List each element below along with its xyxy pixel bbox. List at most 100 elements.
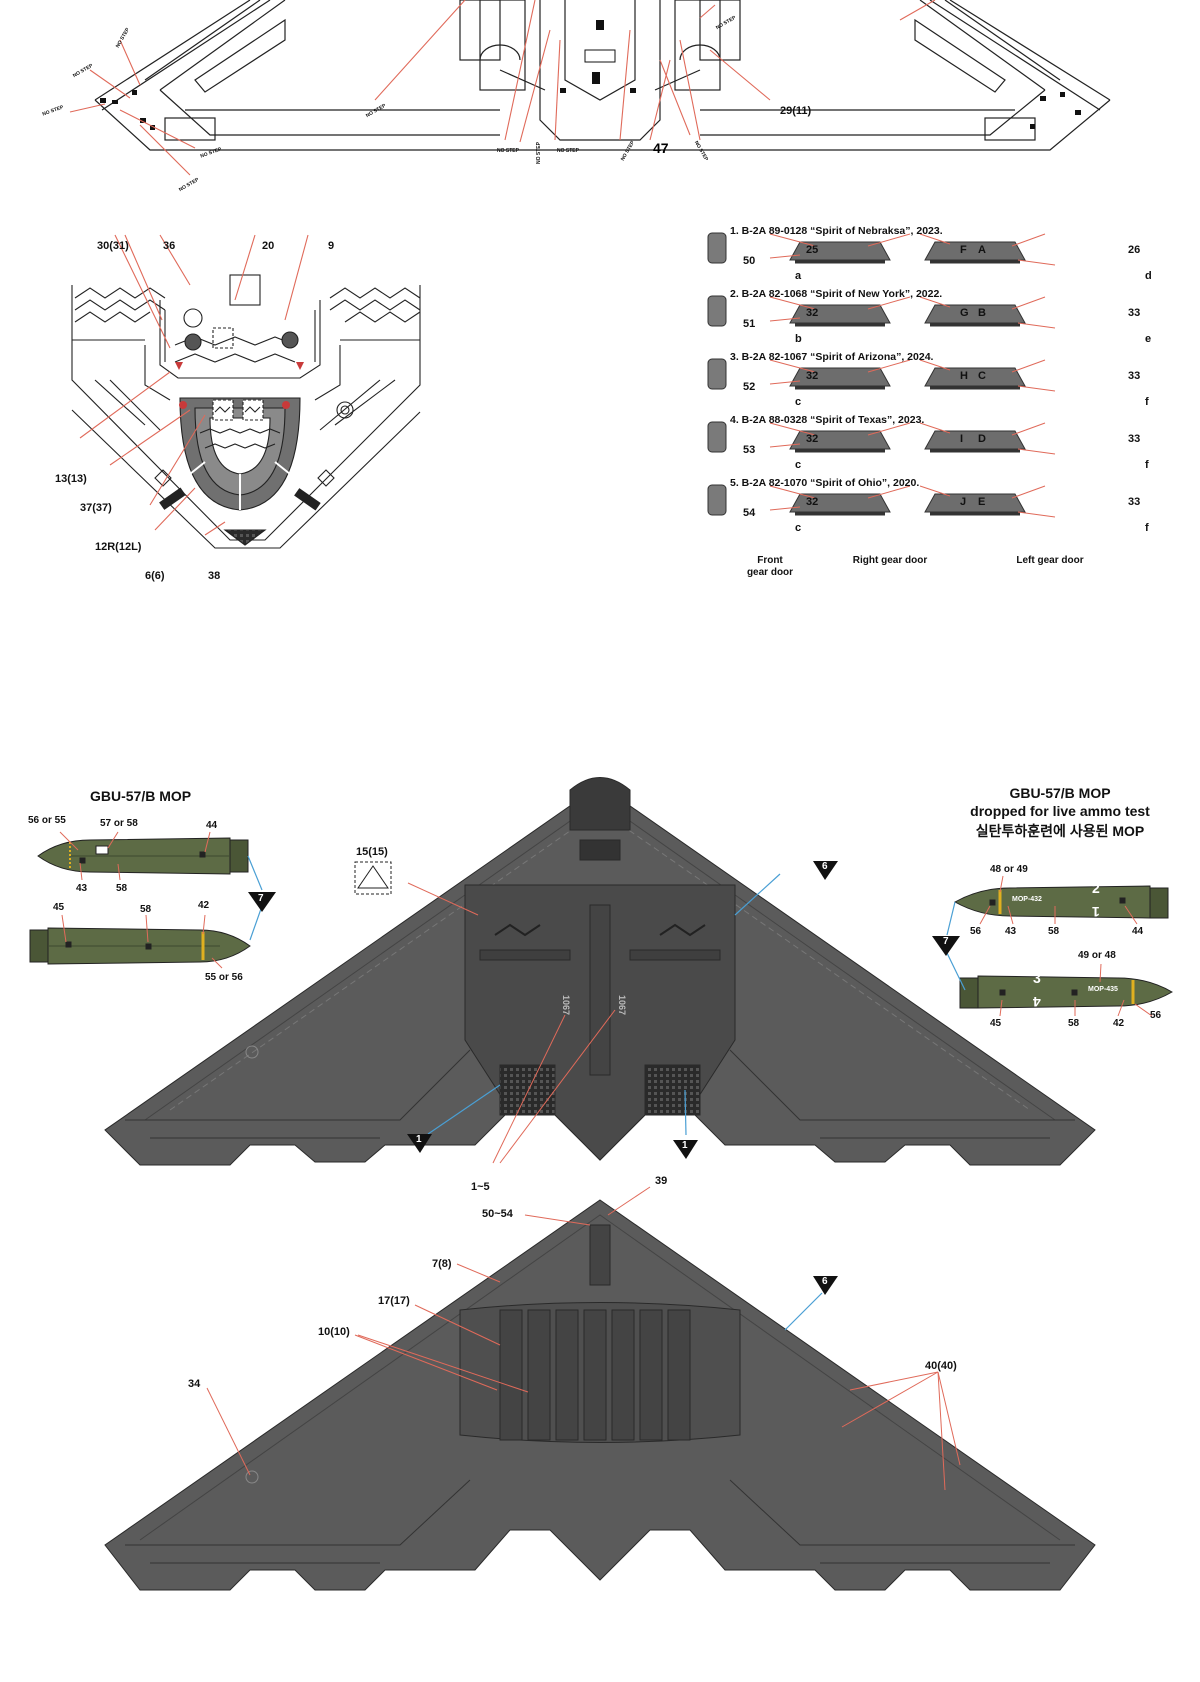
marker-7-right-icon <box>932 936 960 956</box>
right-door-letter: I <box>960 433 964 445</box>
marker-1-right-label: 1 <box>682 1140 688 1151</box>
no-step-label: NO STEP <box>557 148 579 154</box>
page-number: 47 <box>653 140 669 156</box>
right-door-number: 32 <box>806 307 819 319</box>
mop-right-label: 42 <box>1113 1018 1125 1029</box>
marker-6-lower-icon <box>813 1276 838 1295</box>
lower-label-10: 10(10) <box>318 1326 350 1338</box>
upper-label-15: 15(15) <box>356 846 388 858</box>
front-door-number: 51 <box>743 318 756 330</box>
right-door-letter: H <box>960 370 968 382</box>
mop-left-bomb-1 <box>37 837 249 875</box>
mop-left-bomb-2 <box>29 927 251 965</box>
mop-right-title: GBU-57/B MOP <box>1009 785 1111 801</box>
marker-1-upper-left-icon <box>407 1134 432 1153</box>
lower-aircraft <box>104 1199 1096 1591</box>
left-door-sub: f <box>1145 459 1149 471</box>
mop-left-label: 42 <box>198 900 210 911</box>
right-door-sub: a <box>795 270 802 282</box>
front-door-number: 50 <box>743 255 756 267</box>
left-door-letter: E <box>978 496 986 508</box>
left-door-number: 33 <box>1128 433 1141 445</box>
lower-label-7-8: 7(8) <box>432 1258 452 1270</box>
right-gear-door-caption: Right gear door <box>852 555 928 566</box>
front-door-number: 54 <box>743 507 756 519</box>
cockpit-label: 13(13) <box>55 473 87 485</box>
mop-left-blue-leaders <box>247 855 263 941</box>
no-step-label: NO STEP <box>535 142 542 164</box>
gear-row-3 <box>707 358 1026 390</box>
mop-left-leaders <box>59 831 223 969</box>
callout-29: 29(11) <box>780 105 812 117</box>
mop-left-title: GBU-57/B MOP <box>90 788 192 804</box>
marker-1-left-label: 1 <box>416 1134 422 1145</box>
left-door-letter: C <box>978 370 986 382</box>
mop-right-bomb-2 <box>959 975 1173 1009</box>
mop-right-label: 56 <box>1150 1010 1162 1021</box>
left-door-number: 26 <box>1128 244 1141 256</box>
mop-right-korean-subtitle: 실탄투하훈련에 사용된 MOP <box>975 823 1145 839</box>
variant-title: 4. B-2A 88-0328 “Spirit of Texas”, 2023. <box>730 414 925 426</box>
mop-right-bomb-1 <box>953 885 1169 919</box>
mop-left-label: 58 <box>140 904 152 915</box>
no-step-label: NO STEP <box>497 148 519 154</box>
mop-left-label: 45 <box>53 902 65 913</box>
bomb-number-3: 3 <box>1033 970 1041 986</box>
left-door-letter: B <box>978 307 986 319</box>
upper-aircraft <box>104 777 1096 1166</box>
front-door-number: 53 <box>743 444 756 456</box>
mop-left-label: 58 <box>116 883 128 894</box>
left-door-letter: D <box>978 433 986 445</box>
gear-row-5 <box>707 484 1026 516</box>
variant-title: 1. B-2A 89-0128 “Spirit of Nebraksa”, 20… <box>730 225 943 237</box>
right-door-sub: c <box>795 459 802 471</box>
upper-label-1-5: 1~5 <box>471 1181 490 1193</box>
left-gear-door-caption: Left gear door <box>1016 555 1084 566</box>
mop-left-label: 43 <box>76 883 88 894</box>
upper-blue-leaders <box>427 873 781 1136</box>
lower-label-17: 17(17) <box>378 1295 410 1307</box>
cockpit-leaders <box>79 234 309 536</box>
marker-1-upper-right-icon <box>673 1140 698 1159</box>
cockpit-label: 9 <box>328 240 335 252</box>
marker-6-lower-label: 6 <box>822 1276 828 1287</box>
right-door-sub: b <box>795 333 802 345</box>
cockpit-label: 37(37) <box>80 502 112 514</box>
mop-right-label: 44 <box>1132 926 1144 937</box>
lower-blue-leaders <box>784 1292 823 1331</box>
cockpit-label: 12R(12L) <box>95 541 142 553</box>
mop-right-subtitle: dropped for live ammo test <box>970 803 1150 819</box>
lower-label-40: 40(40) <box>925 1360 957 1372</box>
right-door-number: 32 <box>806 433 819 445</box>
left-door-number: 33 <box>1128 370 1141 382</box>
mop-right-leaders <box>979 875 1153 1017</box>
mop-432-marking: MOP-432 <box>1012 896 1042 903</box>
variant-title: 3. B-2A 82-1067 “Spirit of Arizona”, 202… <box>730 351 934 363</box>
gear-row-2 <box>707 295 1026 327</box>
mop-right-label: 58 <box>1068 1018 1080 1029</box>
mop-left-label: 56 or 55 <box>28 815 66 826</box>
left-door-sub: f <box>1145 396 1149 408</box>
left-door-letter: A <box>978 244 986 256</box>
variant-title: 5. B-2A 82-1070 “Spirit of Ohio”, 2020. <box>730 477 920 489</box>
left-door-number: 33 <box>1128 496 1141 508</box>
top-markings <box>100 20 1081 130</box>
right-door-number: 25 <box>806 244 819 256</box>
cockpit-label: 6(6) <box>145 570 165 582</box>
mop-right-blue-leaders <box>946 901 966 991</box>
right-door-sub: c <box>795 522 802 534</box>
marker-7-right-label: 7 <box>943 936 949 947</box>
mop-left-label: 55 or 56 <box>205 972 243 983</box>
cockpit-label: 20 <box>262 240 275 252</box>
bomb-number-2: 2 <box>1092 880 1100 896</box>
gear-row-leaders <box>769 233 1056 518</box>
mop-right-label: 56 <box>970 926 982 937</box>
variant-title: 2. B-2A 82-1068 “Spirit of New York”, 20… <box>730 288 943 300</box>
lower-label-39: 39 <box>655 1175 668 1187</box>
serial-right: 1067 <box>617 994 628 1016</box>
mop-435-marking: MOP-435 <box>1088 986 1118 993</box>
marker-6-upper-icon <box>813 861 838 880</box>
mop-left-label: 57 or 58 <box>100 818 138 829</box>
